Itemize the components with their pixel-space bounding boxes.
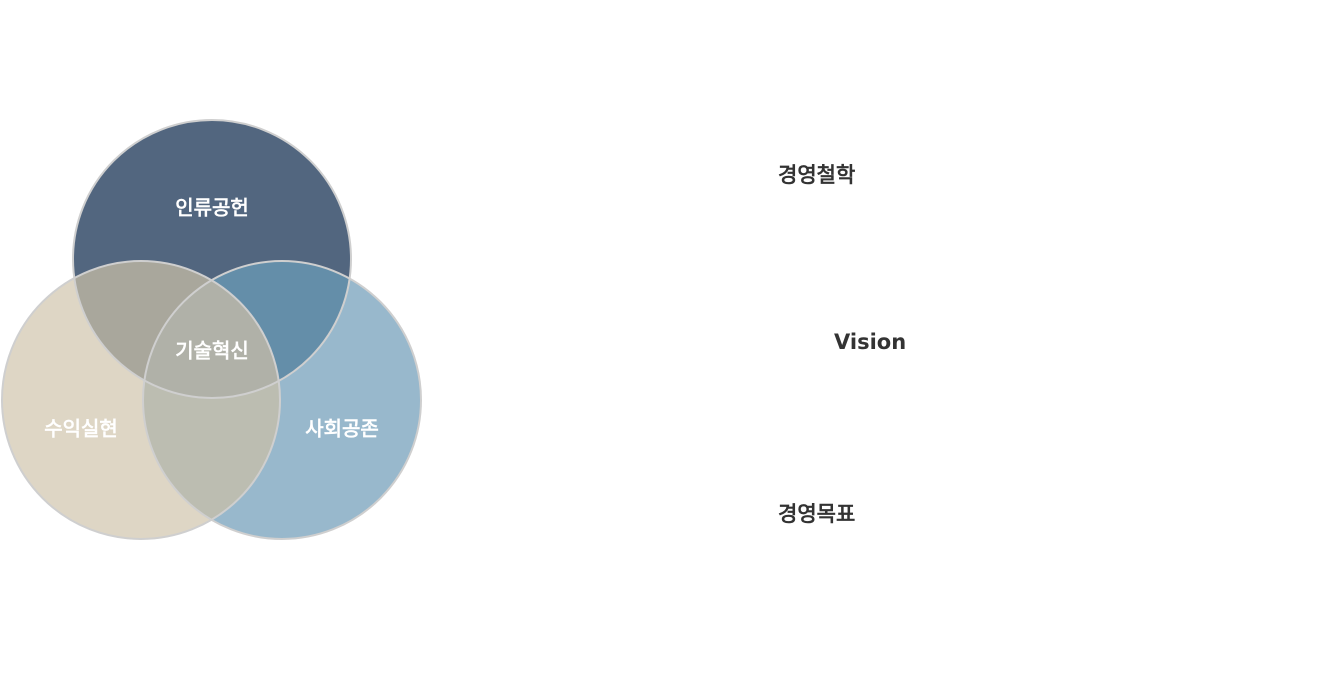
- circle-top-outline: [72, 119, 352, 399]
- vision-label: Vision: [834, 330, 907, 354]
- venn-diagram: 인류공헌 수익실현 사회공존 기술혁신: [1, 119, 422, 540]
- label-left: 수익실현: [44, 417, 118, 441]
- overlap-center: [143, 261, 280, 398]
- circle-right-outline: [142, 260, 422, 540]
- label-center: 기술혁신: [175, 339, 249, 363]
- management-goal-label: 경영목표: [778, 502, 856, 526]
- circle-left-outline: [1, 260, 281, 540]
- label-right: 사회공존: [305, 417, 379, 441]
- management-philosophy-label: 경영철학: [778, 163, 856, 187]
- label-top: 인류공헌: [175, 196, 249, 220]
